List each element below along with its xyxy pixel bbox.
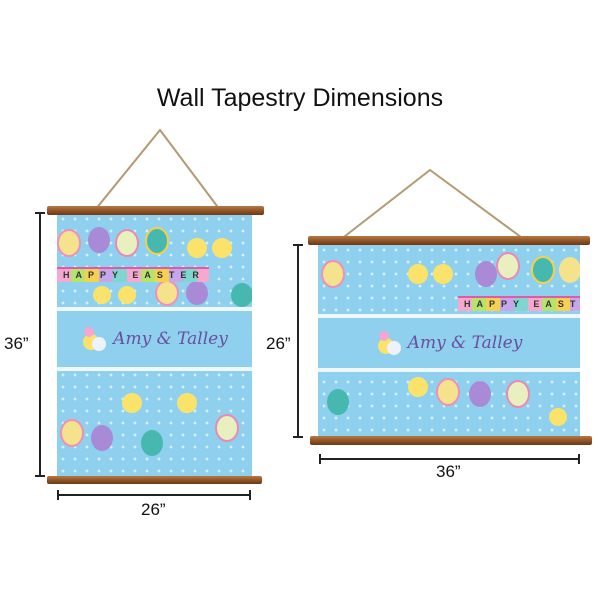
right-height-label: 26”: [266, 334, 291, 353]
left-width-label: 26”: [141, 500, 166, 519]
right-hanging-string: [339, 168, 526, 241]
personalized-name: Amy & Talley: [113, 329, 228, 349]
easter-pattern-bottom: [60, 393, 239, 456]
left-top-rod: [47, 206, 264, 215]
chick-bunny-icon: [377, 331, 401, 355]
tick: [57, 490, 59, 500]
tick: [293, 436, 303, 438]
chick-bunny-icon: [83, 327, 107, 351]
easter-pattern-bottom: [327, 377, 567, 426]
tick: [578, 454, 580, 464]
left-hanging-string: [94, 128, 221, 211]
left-height-label: 36”: [4, 334, 29, 353]
left-bottom-rod: [47, 476, 262, 484]
left-width-line: [58, 494, 251, 496]
tick: [249, 490, 251, 500]
happy-easter-banner: HAPPY EASTER: [57, 265, 209, 283]
name-band: Amy & Talley: [57, 307, 252, 371]
tick: [35, 475, 45, 477]
right-width-label: 36”: [436, 462, 461, 481]
right-height-line: [297, 245, 299, 437]
personalized-name: Amy & Talley: [407, 333, 523, 353]
right-top-rod: [308, 236, 590, 245]
easter-pattern-top: [321, 252, 580, 288]
easter-pattern-top: [57, 227, 252, 307]
right-bottom-rod: [310, 436, 592, 445]
banner-text: HAPPY EASTER: [57, 267, 209, 282]
left-tapestry-fabric: HAPPY EASTER Amy & Talley: [57, 213, 252, 478]
tick: [319, 454, 321, 464]
happy-easter-banner: HAPPY EASTER: [458, 294, 580, 312]
right-tapestry-fabric: HAPPY EASTER Amy & Talley: [318, 244, 580, 437]
tick: [293, 244, 303, 246]
tick: [35, 212, 45, 214]
left-height-line: [39, 213, 41, 476]
page-title: Wall Tapestry Dimensions: [156, 84, 444, 112]
banner-text: HAPPY EASTER: [458, 296, 580, 311]
name-band: Amy & Talley: [318, 314, 580, 372]
right-width-line: [320, 458, 580, 460]
